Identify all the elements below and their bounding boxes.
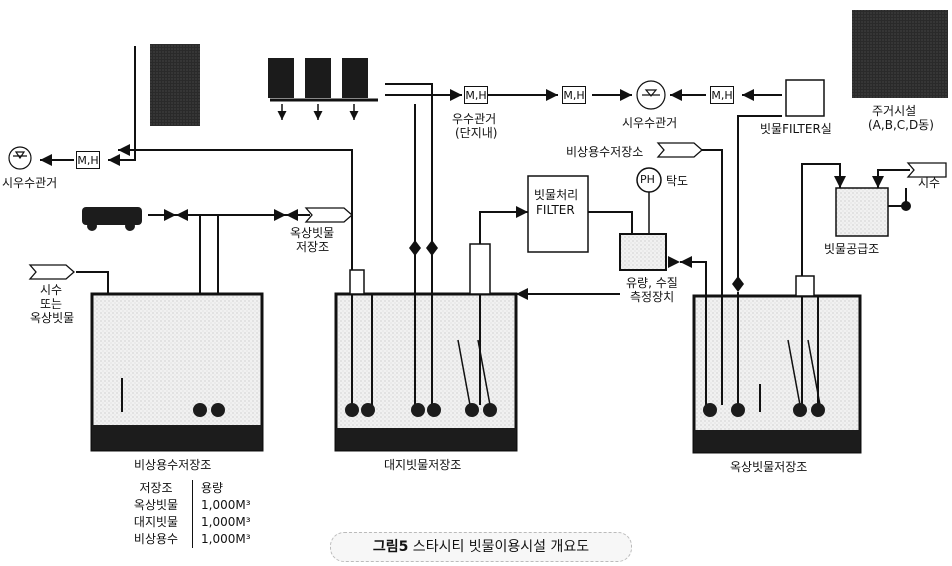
label-emergency-storage-top: 비상용수저장소 <box>566 145 643 159</box>
label-stormwater-complex: 우수관거 <box>452 112 496 126</box>
label-tank-emergency: 비상용수저장조 <box>134 458 211 472</box>
label-ph: PH <box>640 173 655 187</box>
label-tank-ground: 대지빗물저장조 <box>384 458 461 472</box>
manhole-box-1: M,H <box>464 86 488 104</box>
figure-caption: 그림5 스타시티 빗물이용시설 개요도 <box>330 532 632 562</box>
table-row: 옥상빗물 1,000M³ <box>120 497 290 514</box>
tank-roof-shape <box>694 276 860 452</box>
table-cell: 1,000M³ <box>193 514 277 531</box>
arrow-tag-rooftop <box>306 208 352 222</box>
manhole-box-2: M,H <box>562 86 586 104</box>
table-row: 비상용수 1,000M³ <box>120 531 290 548</box>
arrow-tag-city-left <box>30 265 74 279</box>
label-residential-sub: (A,B,C,D동) <box>868 118 934 132</box>
building-left <box>150 44 200 126</box>
table-cell: 옥상빗물 <box>120 497 193 514</box>
label-city-or-roof-2: 또는 <box>40 297 62 311</box>
manhole-box-3: M,H <box>710 86 734 104</box>
label-city-or-roof-3: 옥상빗물 <box>30 311 74 325</box>
roof-buildings <box>268 58 378 120</box>
label-city-or-roof-1: 시수 <box>40 283 62 297</box>
label-turbidity: 탁도 <box>666 174 688 188</box>
label-treatment-filter-2: FILTER <box>536 203 575 217</box>
sewer-icon-left <box>9 147 31 169</box>
table-header-row: 저장조 용량 <box>120 480 290 497</box>
label-flow-quality-2: 측정장치 <box>630 290 674 304</box>
table-cell: 대지빗물 <box>120 514 193 531</box>
tank-ground-shape <box>336 244 516 450</box>
capacity-table: 저장조 용량 옥상빗물 1,000M³ 대지빗물 1,000M³ 비상용수 1,… <box>120 480 290 548</box>
label-residential: 주거시설 <box>872 104 916 118</box>
table-header-cell: 저장조 <box>120 480 193 497</box>
table-cell: 1,000M³ <box>193 497 277 514</box>
residential-building <box>852 10 948 98</box>
arrow-tag-emergency <box>658 143 702 157</box>
label-stormwater-complex-sub: (단지내) <box>455 126 497 140</box>
table-header-cell: 용량 <box>193 480 277 497</box>
label-rain-filter-room: 빗물FILTER실 <box>760 122 832 136</box>
label-city-water-right: 시수 <box>918 176 940 190</box>
rain-supply-tank-box <box>836 188 888 236</box>
table-row: 대지빗물 1,000M³ <box>120 514 290 531</box>
caption-prefix: 그림5 <box>373 539 409 555</box>
machinery-left <box>82 207 142 231</box>
label-flow-quality-1: 유량, 수질 <box>626 276 678 290</box>
caption-text: 스타시티 빗물이용시설 개요도 <box>408 539 589 555</box>
table-cell: 비상용수 <box>120 531 193 548</box>
manhole-box-left: M,H <box>76 151 100 169</box>
rain-filter-room-box <box>786 80 824 116</box>
table-cell: 1,000M³ <box>193 531 277 548</box>
label-rooftop-rain-1: 옥상빗물 <box>290 226 334 240</box>
label-tank-roof: 옥상빗물저장조 <box>730 460 807 474</box>
label-rain-supply-tank: 빗물공급조 <box>824 242 879 256</box>
flow-measuring-device <box>620 234 666 270</box>
sewer-icon-right <box>637 81 665 109</box>
label-sewer-left: 시우수관거 <box>2 176 57 190</box>
tank-emergency-shape <box>92 294 262 450</box>
label-treatment-filter-1: 빗물처리 <box>534 188 578 202</box>
arrow-tag-city-right <box>908 163 946 177</box>
label-sewer-right: 시우수관거 <box>622 116 677 130</box>
label-rooftop-rain-2: 저장조 <box>296 240 329 254</box>
